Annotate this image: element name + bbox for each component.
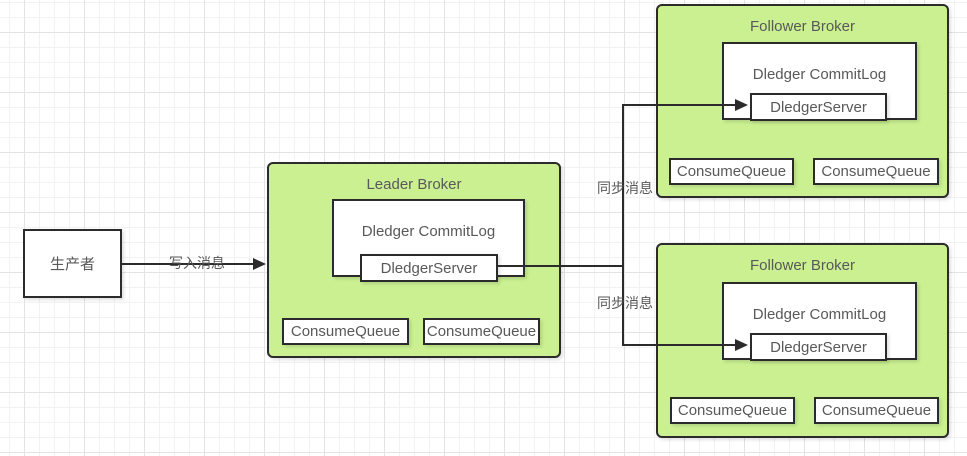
leader-consumequeue-left-label: ConsumeQueue: [290, 323, 401, 340]
follower-top-title: Follower Broker: [749, 18, 856, 35]
follower-bottom-consumequeue-left[interactable]: ConsumeQueue: [670, 397, 795, 424]
leader-consumequeue-left[interactable]: ConsumeQueue: [282, 318, 409, 345]
sync-message-label-top: 同步消息: [597, 180, 653, 196]
write-message-label: 写入消息: [169, 255, 225, 271]
follower-bottom-consumequeue-right-label: ConsumeQueue: [821, 402, 932, 419]
leader-dledgerserver-label: DledgerServer: [380, 259, 478, 277]
leader-broker-title: Leader Broker: [366, 176, 462, 193]
follower-top-dledgerserver-box[interactable]: DledgerServer: [750, 93, 887, 121]
leader-broker-box[interactable]: Leader Broker Dledger CommitLog DledgerS…: [267, 162, 561, 358]
follower-top-commitlog-label: Dledger CommitLog: [752, 65, 887, 83]
follower-top-dledgerserver-label: DledgerServer: [770, 98, 867, 116]
follower-broker-bottom-box[interactable]: Follower Broker Dledger CommitLog Dledge…: [656, 243, 949, 438]
producer-box[interactable]: 生产者: [23, 229, 122, 298]
leader-consumequeue-right-label: ConsumeQueue: [426, 323, 537, 340]
follower-bottom-title: Follower Broker: [749, 257, 856, 274]
write-message-arrowhead: [253, 258, 266, 270]
follower-top-consumequeue-left[interactable]: ConsumeQueue: [669, 158, 794, 185]
follower-top-consumequeue-right[interactable]: ConsumeQueue: [813, 158, 939, 185]
leader-consumequeue-right[interactable]: ConsumeQueue: [423, 318, 540, 345]
leader-commitlog-label: Dledger CommitLog: [361, 222, 496, 240]
follower-bottom-dledgerserver-box[interactable]: DledgerServer: [750, 333, 887, 361]
follower-bottom-consumequeue-right[interactable]: ConsumeQueue: [814, 397, 939, 424]
follower-top-consumequeue-left-label: ConsumeQueue: [676, 163, 787, 180]
sync-message-label-bottom: 同步消息: [597, 295, 653, 311]
follower-bottom-dledgerserver-label: DledgerServer: [770, 338, 867, 356]
follower-bottom-commitlog-label: Dledger CommitLog: [752, 305, 887, 323]
follower-top-consumequeue-right-label: ConsumeQueue: [821, 163, 931, 180]
producer-label: 生产者: [49, 256, 95, 273]
follower-broker-top-box[interactable]: Follower Broker Dledger CommitLog Dledge…: [656, 4, 949, 198]
follower-bottom-consumequeue-left-label: ConsumeQueue: [677, 402, 788, 419]
leader-dledgerserver-box[interactable]: DledgerServer: [360, 254, 498, 282]
